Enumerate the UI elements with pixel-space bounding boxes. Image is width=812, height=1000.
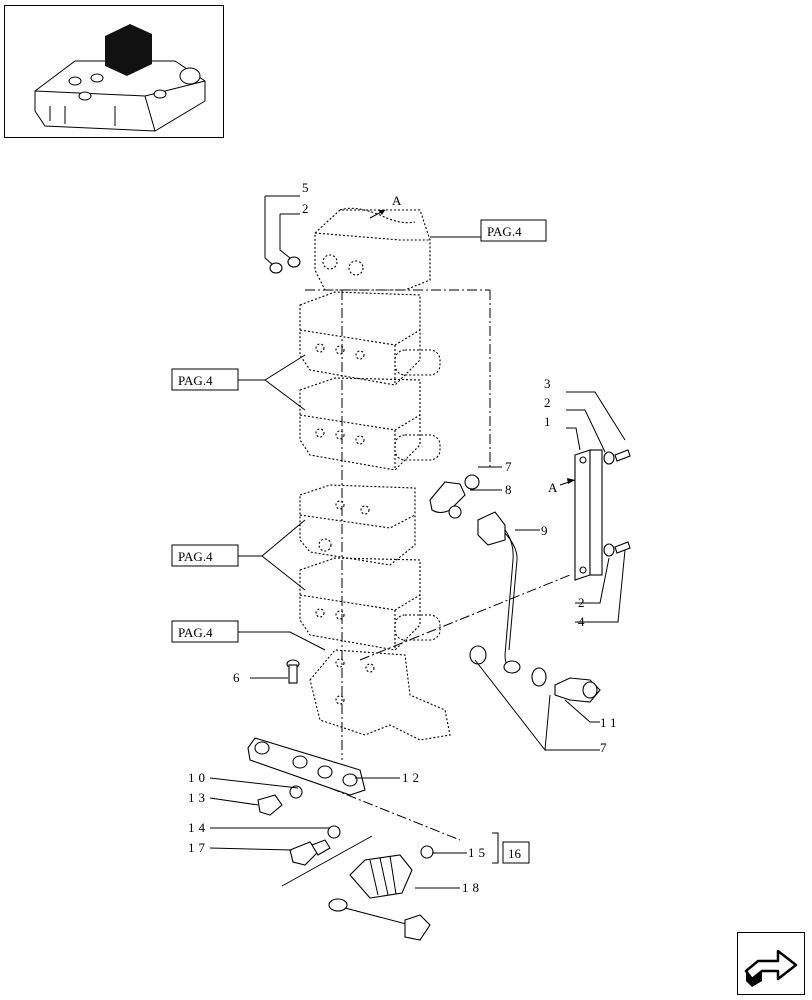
ref-pag4-top[interactable]: PAG.4 <box>430 219 547 242</box>
callout-15: 15 <box>468 845 489 860</box>
thumbnail-frame <box>4 5 224 138</box>
svg-text:PAG.4: PAG.4 <box>178 373 213 388</box>
ref-pag4-lower[interactable]: PAG.4 <box>171 620 326 651</box>
callout-4: 4 <box>578 614 585 629</box>
seal-rings-7 <box>464 474 547 687</box>
plug-17-washer-14 <box>289 825 341 866</box>
plug-13-washer-10 <box>257 785 303 816</box>
washers-screws-2-3-4 <box>603 449 631 557</box>
top-end-cover <box>314 207 431 291</box>
callout-2: 2 <box>302 201 309 216</box>
banjo-bolt-11 <box>554 677 601 703</box>
callout-6: 6 <box>233 670 240 685</box>
leader-lines <box>209 195 626 889</box>
callout-3: 3 <box>544 376 551 391</box>
ref-assembly-16[interactable]: 16 <box>492 832 530 864</box>
control-valve-section-1 <box>299 291 441 386</box>
callout-5: 5 <box>302 180 309 195</box>
nut-washer-5-2 <box>269 256 301 274</box>
pull-rod-18 <box>328 898 431 941</box>
bracket-part-1 <box>574 449 603 581</box>
view-a-side-label: A <box>548 480 558 495</box>
next-page-button[interactable] <box>737 932 805 995</box>
svg-text:PAG.4: PAG.4 <box>178 549 213 564</box>
callout-11: 11 <box>600 715 621 730</box>
callout-1: 1 <box>544 414 551 429</box>
hydraulic-pipe-9 <box>477 511 521 674</box>
callout-9: 9 <box>541 523 548 538</box>
intermediate-plate <box>299 484 416 566</box>
callout-13: 13 <box>188 790 209 805</box>
callout-7: 7 <box>600 740 607 755</box>
callout-10: 10 <box>188 770 209 785</box>
callout-2: 2 <box>578 595 585 610</box>
svg-text:PAG.4: PAG.4 <box>178 625 213 640</box>
control-valve-section-2 <box>299 377 441 471</box>
callout-18: 18 <box>462 880 483 895</box>
callout-7: 7 <box>505 459 512 474</box>
svg-text:PAG.4: PAG.4 <box>487 224 522 239</box>
next-page-arrow-icon <box>744 949 798 987</box>
elbow-union-8 <box>429 481 466 519</box>
tractor-hydraulic-lift-thumbnail <box>34 24 206 132</box>
view-a-top-label: A <box>392 193 402 208</box>
control-valve-section-3 <box>299 557 441 651</box>
view-arrow-side: A <box>548 478 576 495</box>
view-arrow-top: A <box>369 193 402 219</box>
link-bar-12 <box>247 737 366 796</box>
ref-pag4-middle[interactable]: PAG.4 <box>171 519 306 591</box>
dust-boot-16 <box>349 845 434 899</box>
callout-14: 14 <box>188 820 209 835</box>
callout-12: 12 <box>402 770 423 785</box>
ref-pag4-upper[interactable]: PAG.4 <box>171 354 306 411</box>
valve-base-plate <box>309 649 451 741</box>
screw-6 <box>286 659 300 684</box>
callout-17: 17 <box>188 840 209 855</box>
svg-text:16: 16 <box>508 846 522 861</box>
callout-8: 8 <box>505 482 512 497</box>
callout-2: 2 <box>544 395 551 410</box>
